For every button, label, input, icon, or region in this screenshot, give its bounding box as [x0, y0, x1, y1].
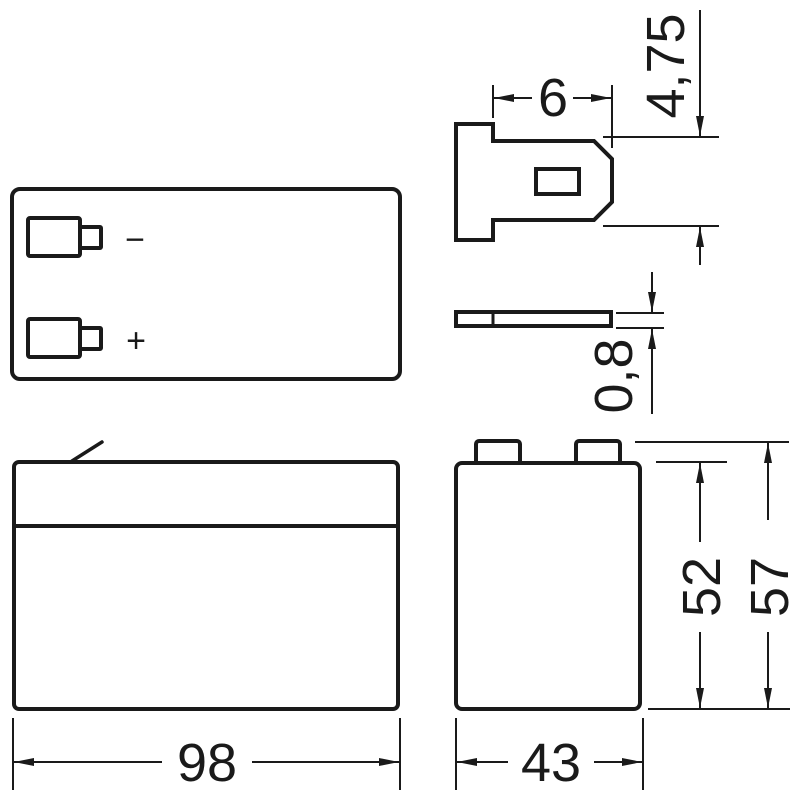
positive-terminal-label: + — [126, 322, 146, 360]
dimension-tab-width: 6 — [492, 68, 613, 148]
dimension-tab-thickness-value: 0,8 — [584, 338, 644, 413]
terminal-detail — [454, 122, 614, 242]
dimension-length: 98 — [12, 718, 401, 793]
terminal-edge — [454, 310, 613, 328]
dimension-case-height-value: 52 — [672, 557, 732, 617]
dimension-width-value: 43 — [521, 733, 581, 793]
side-view — [454, 439, 642, 711]
dimension-tab-height-value: 4,75 — [636, 13, 696, 118]
dimension-tab-width-value: 6 — [538, 68, 568, 128]
dimension-tab-thickness: 0,8 — [584, 272, 664, 414]
dimension-case-height: 52 — [672, 463, 732, 708]
front-view — [12, 440, 400, 711]
dimension-length-value: 98 — [177, 733, 237, 793]
negative-terminal-label: − — [125, 221, 145, 259]
dimension-total-height-value: 57 — [740, 557, 800, 617]
dimension-width: 43 — [455, 718, 644, 793]
dimension-tab-height: 4,75 — [603, 10, 719, 265]
negative-terminal-icon — [26, 216, 103, 258]
positive-terminal-icon — [26, 317, 103, 359]
dimension-total-height: 57 — [740, 443, 800, 708]
top-view: − + — [10, 187, 402, 381]
